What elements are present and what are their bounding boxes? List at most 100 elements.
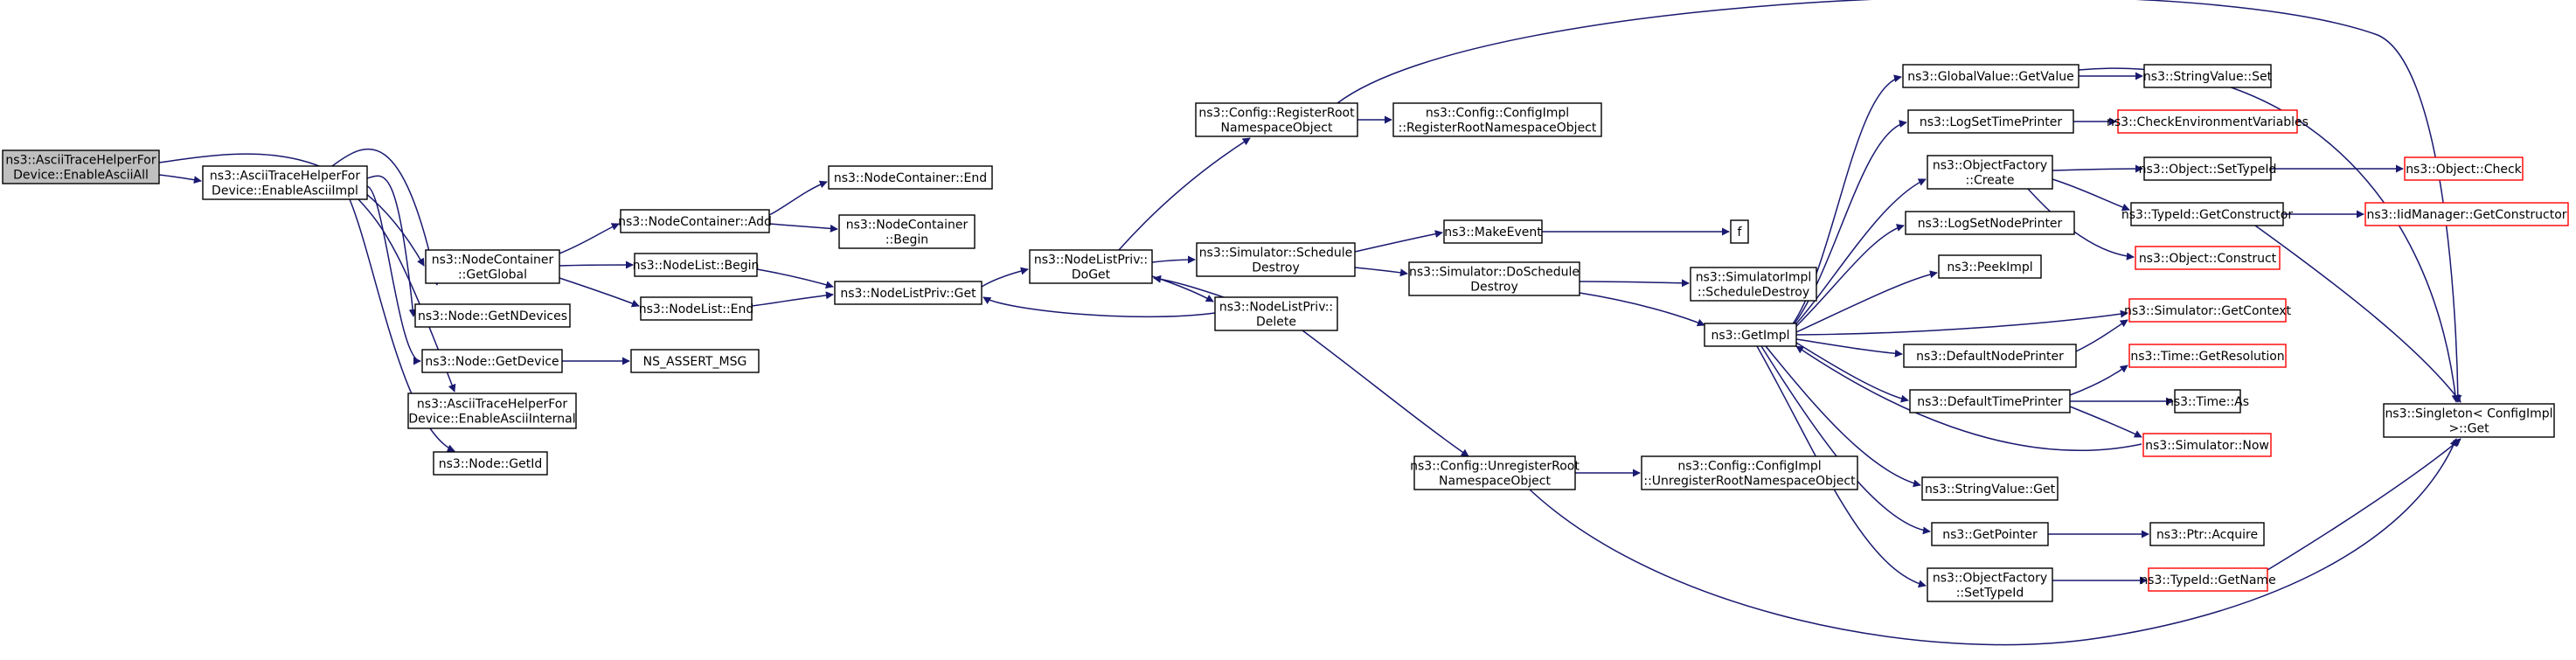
node-svGet[interactable]: ns3::StringValue::Get xyxy=(1921,476,2059,501)
edge-getImpl-to-peekImpl xyxy=(1795,270,1938,333)
edge-ncGetGlobal-to-nlEnd xyxy=(559,277,640,308)
node-nodeGetDevice[interactable]: ns3::Node::GetDevice xyxy=(421,349,563,373)
node-nlpDoGet[interactable]: ns3::NodeListPriv::DoGet xyxy=(1029,249,1153,284)
node-nsAssert[interactable]: NS_ASSERT_MSG xyxy=(630,349,760,373)
node-ofSetTypeId[interactable]: ns3::ObjectFactory::SetTypeId xyxy=(1927,567,2053,602)
edge-nlpGet-to-nlpDoGet xyxy=(981,267,1029,288)
node-enableAsciiInternal[interactable]: ns3::AsciiTraceHelperForDevice::EnableAs… xyxy=(407,393,577,429)
edge-nlpDoGet-to-simSchedDestroy xyxy=(1151,255,1196,264)
node-tidGetConstructor[interactable]: ns3::TypeId::GetConstructor xyxy=(2121,202,2293,226)
node-nlBegin[interactable]: ns3::NodeList::Begin xyxy=(633,253,760,277)
node-simNow[interactable]: ns3::Simulator::Now xyxy=(2142,433,2272,457)
node-peekImpl[interactable]: ns3::PeekImpl xyxy=(1938,254,2042,279)
node-ncGetGlobal[interactable]: ns3::NodeContainer::GetGlobal xyxy=(425,249,560,284)
node-cfgImplReg[interactable]: ns3::Config::ConfigImpl::RegisterRootNam… xyxy=(1392,102,1602,137)
node-label: ns3::Simulator::DoSchedule xyxy=(1409,266,1580,280)
node-tidGetName[interactable]: ns3::TypeId::GetName xyxy=(2140,567,2276,592)
node-timeAs[interactable]: ns3::Time::As xyxy=(2166,389,2249,413)
node-ncEnd[interactable]: ns3::NodeContainer::End xyxy=(828,165,993,190)
node-objCheck[interactable]: ns3::Object::Check xyxy=(2404,156,2524,181)
node-f[interactable]: f xyxy=(1730,219,1749,244)
node-box xyxy=(1214,296,1338,331)
node-nodeGetNDevices[interactable]: ns3::Node::GetNDevices xyxy=(414,303,571,328)
edge-tidGetConstructor-to-singletonGet xyxy=(2254,225,2461,403)
node-label: ns3::AsciiTraceHelperFor xyxy=(210,170,360,184)
node-timeGetResolution[interactable]: ns3::Time::GetResolution xyxy=(2128,344,2287,368)
node-defaultTimePrinter[interactable]: ns3::DefaultTimePrinter xyxy=(1909,389,2071,413)
edge-getImpl-to-logSetNodePrinter xyxy=(1791,224,1905,331)
edge-defaultNodePrinter-to-simGetContext xyxy=(2075,319,2128,352)
node-cfgImplUnreg[interactable]: ns3::Config::ConfigImpl::UnregisterRootN… xyxy=(1641,455,1858,490)
edge-simNow-to-getImpl xyxy=(1795,345,2142,451)
node-objConstruct[interactable]: ns3::Object::Construct xyxy=(2135,246,2281,270)
node-label: ns3::Time::GetResolution xyxy=(2130,350,2284,364)
node-iidGetConstructor[interactable]: ns3::IidManager::GetConstructor xyxy=(2364,202,2569,226)
node-ofCreate[interactable]: ns3::ObjectFactory::Create xyxy=(1927,155,2053,190)
node-cfgRegRoot[interactable]: ns3::Config::RegisterRootNamespaceObject xyxy=(1195,102,1358,137)
node-ptrAcquire[interactable]: ns3::Ptr::Acquire xyxy=(2149,522,2265,546)
node-nlpDelete[interactable]: ns3::NodeListPriv::Delete xyxy=(1214,296,1338,331)
node-defaultNodePrinter[interactable]: ns3::DefaultNodePrinter xyxy=(1903,344,2077,368)
edge-root-to-impl xyxy=(158,174,202,184)
node-box xyxy=(640,296,753,321)
node-label: ns3::GlobalValue::GetValue xyxy=(1907,70,2073,84)
node-label: ns3::NodeList::End xyxy=(639,302,754,316)
node-box xyxy=(421,349,563,373)
edge-getImpl-to-defaultNodePrinter xyxy=(1795,338,1903,358)
node-label: ns3::Time::As xyxy=(2166,395,2249,409)
node-cfgUnregRoot[interactable]: ns3::Config::UnregisterRootNamespaceObje… xyxy=(1410,455,1580,490)
edge-getImpl-to-defaultTimePrinter xyxy=(1795,342,1909,403)
node-nodeGetId[interactable]: ns3::Node::GetId xyxy=(433,451,548,476)
node-ncBegin[interactable]: ns3::NodeContainer::Begin xyxy=(838,214,976,249)
node-label: ns3::CheckEnvironmentVariables xyxy=(2107,115,2309,129)
node-label: ns3::AsciiTraceHelperFor xyxy=(417,398,567,412)
node-label: ns3::DefaultTimePrinter xyxy=(1917,395,2063,409)
node-makeEvent[interactable]: ns3::MakeEvent xyxy=(1443,219,1543,244)
node-label: ::Begin xyxy=(885,233,928,247)
node-label: Device::EnableAsciiImpl xyxy=(212,184,358,198)
edge-cfgUnregRoot-to-singletonGet xyxy=(1529,438,2457,646)
edge-getImpl-to-simGetContext xyxy=(1795,309,2128,336)
node-box xyxy=(1907,109,2074,134)
node-box xyxy=(1927,567,2053,602)
node-label: Destroy xyxy=(1252,261,1299,275)
node-impl[interactable]: ns3::AsciiTraceHelperForDevice::EnableAs… xyxy=(202,165,368,200)
node-getPointer[interactable]: ns3::GetPointer xyxy=(1931,522,2049,546)
node-label: ns3::NodeList::Begin xyxy=(633,259,760,273)
edge-impl-to-enableAsciiInternal xyxy=(358,198,456,393)
node-getImpl[interactable]: ns3::GetImpl xyxy=(1704,323,1797,347)
node-label: ::ScheduleDestroy xyxy=(1698,286,1809,300)
edge-getImpl-to-ofSetTypeId xyxy=(1756,345,1927,588)
node-svSet[interactable]: ns3::StringValue::Set xyxy=(2143,64,2273,88)
node-simGetContext[interactable]: ns3::Simulator::GetContext xyxy=(2124,298,2292,323)
edge-ncAdd-to-ncEnd xyxy=(768,180,828,216)
node-box xyxy=(1730,219,1749,244)
edge-nlEnd-to-nlpGet xyxy=(751,291,834,307)
node-simSchedDestroy[interactable]: ns3::Simulator::ScheduleDestroy xyxy=(1196,242,1356,277)
node-objSetTypeId[interactable]: ns3::Object::SetTypeId xyxy=(2139,156,2277,181)
edge-simSchedDestroy-to-makeEvent xyxy=(1354,230,1443,253)
node-label: ns3::DefaultNodePrinter xyxy=(1916,350,2064,364)
node-singletonGet[interactable]: ns3::Singleton< ConfigImpl>::Get xyxy=(2383,403,2555,438)
edge-ofCreate-to-tidGetConstructor xyxy=(2052,178,2130,212)
node-label: ns3::NodeContainer xyxy=(432,254,554,267)
node-box xyxy=(1641,455,1858,490)
edge-ofCreate-to-objSetTypeId xyxy=(2052,164,2143,173)
node-ncAdd[interactable]: ns3::NodeContainer::Add xyxy=(618,209,772,233)
node-label: ns3::Node::GetId xyxy=(439,457,542,471)
node-nlpGet[interactable]: ns3::NodeListPriv::Get xyxy=(834,281,982,305)
node-checkEnvVars[interactable]: ns3::CheckEnvironmentVariables xyxy=(2107,109,2309,134)
node-logSetTimePrinter[interactable]: ns3::LogSetTimePrinter xyxy=(1907,109,2074,134)
node-box xyxy=(1029,249,1153,284)
node-gvGetValue[interactable]: ns3::GlobalValue::GetValue xyxy=(1902,64,2080,88)
node-logSetNodePrinter[interactable]: ns3::LogSetNodePrinter xyxy=(1905,211,2075,235)
node-label: ns3::Object::Check xyxy=(2406,163,2522,177)
edge-nlpDoGet-to-nlpDelete xyxy=(1151,275,1214,302)
node-root[interactable]: ns3::AsciiTraceHelperForDevice::EnableAs… xyxy=(2,149,160,184)
node-label: ::GetGlobal xyxy=(458,268,527,282)
node-nlEnd[interactable]: ns3::NodeList::End xyxy=(639,296,754,321)
node-simImplSchedDestroy[interactable]: ns3::SimulatorImpl::ScheduleDestroy xyxy=(1690,267,1817,302)
node-label: ns3::Node::GetDevice xyxy=(425,355,559,369)
node-label: ns3::Config::ConfigImpl xyxy=(1426,107,1569,121)
